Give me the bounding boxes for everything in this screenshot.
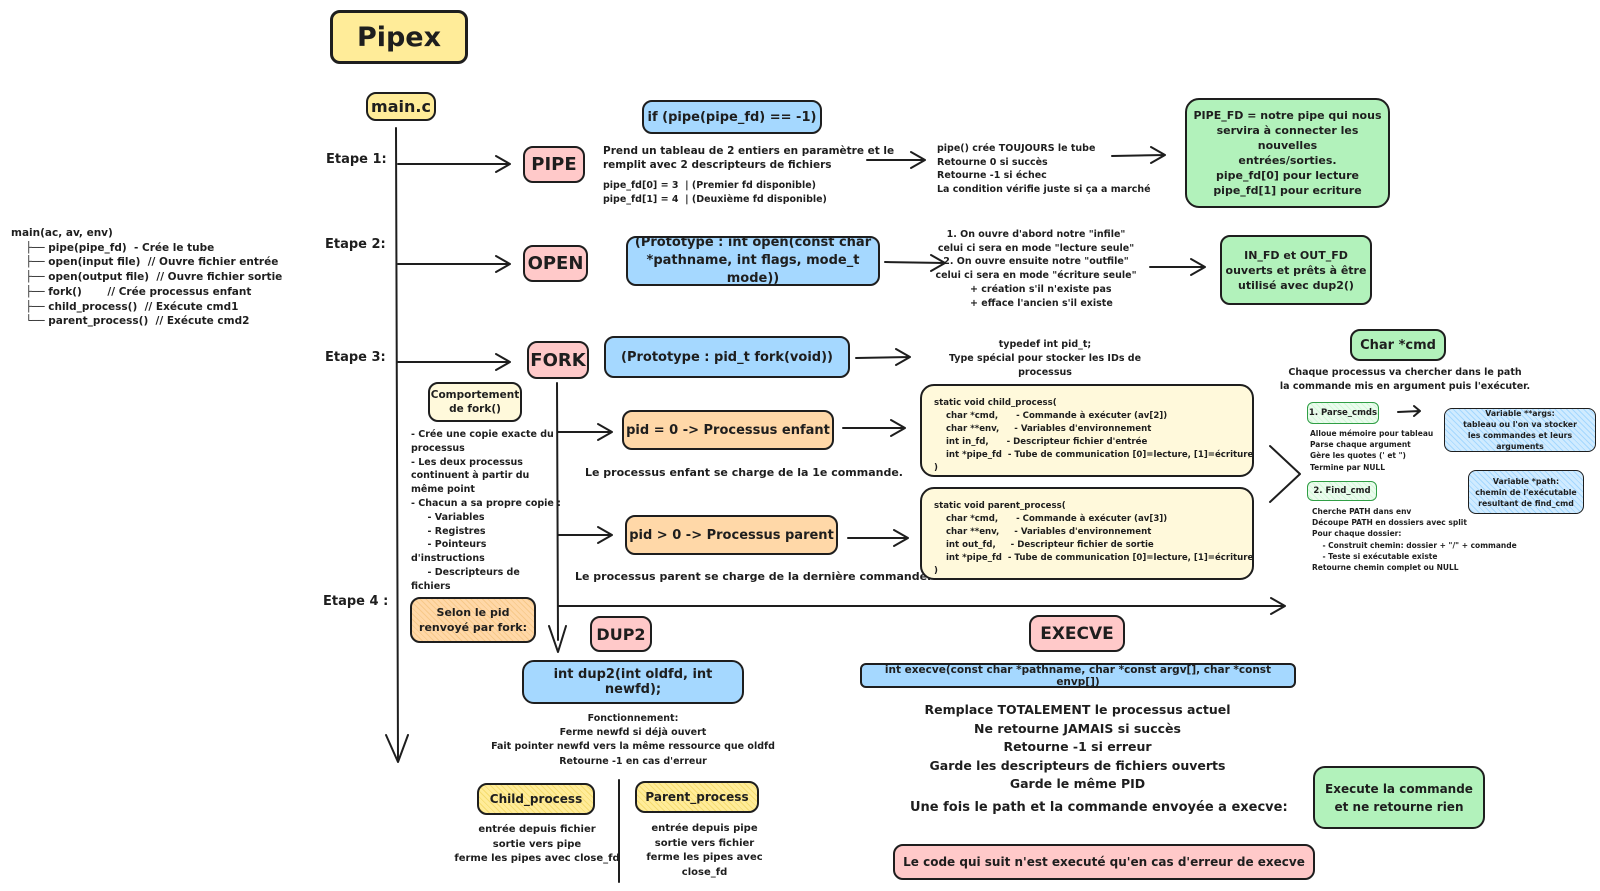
path-variable-box: Variable *path: chemin de l'exécutable r… [1468, 470, 1584, 514]
title-text: Pipex [356, 21, 442, 53]
dup2-child-desc: entrée depuis fichier sortie vers pipe f… [454, 824, 620, 864]
pipe-box: PIPE [523, 146, 585, 183]
child-process-code-box: static void child_process( char *cmd, - … [920, 384, 1254, 477]
pipe-fd1: pipe_fd[1] = 4 | (Deuxième fd disponible… [603, 194, 827, 205]
fork-box: FORK [527, 341, 589, 379]
child-pid-desc: Le processus enfant se charge de la 1e c… [585, 466, 903, 479]
arrow-to-pipe [397, 155, 511, 173]
arrow-child-code [842, 419, 906, 437]
open-proto-text: (Prototype : int open(const char *pathna… [634, 235, 872, 286]
timeline-arrowhead [385, 734, 409, 763]
brace-arrow [1269, 445, 1301, 503]
dup2-proto-box: int dup2(int oldfd, int newfd); [522, 660, 744, 704]
execve-proto-text: int execve(const char *pathname, char *c… [884, 663, 1272, 688]
dup2-proto-text: int dup2(int oldfd, int newfd); [553, 667, 713, 697]
pipe-result-text: PIPE_FD = notre pipe qui nous servira à … [1193, 109, 1382, 197]
arrow-parse-args [1397, 405, 1421, 417]
pipe-description: Prend un tableau de 2 entiers en paramèt… [603, 145, 895, 171]
arrow-parent-code [847, 529, 909, 547]
open-box: OPEN [523, 245, 588, 282]
args-variable-text: Variable **args: tableau ou l'on va stoc… [1463, 409, 1577, 451]
open-proto-box: (Prototype : int open(const char *pathna… [626, 235, 880, 286]
pipe-fd0: pipe_fd[0] = 3 | (Premier fd disponible) [603, 180, 817, 191]
open-result-text: IN_FD et OUT_FD ouverts et prêts à être … [1225, 248, 1367, 292]
title-box: Pipex [330, 10, 468, 64]
dup2-parent-box: Parent_process [635, 781, 759, 813]
fork-label: FORK [530, 349, 586, 371]
child-pid-box: pid = 0 -> Processus enfant [622, 410, 834, 450]
pipe-label: PIPE [531, 154, 577, 175]
open-notes: 1. On ouvre d'abord notre "infile" celui… [935, 229, 1137, 281]
main-c-label: main.c [371, 97, 431, 116]
dup2-label: DUP2 [596, 624, 646, 644]
fork-proto-text: (Prototype : pid_t fork(void)) [621, 349, 833, 365]
dup2-child-label: Child_process [489, 792, 583, 806]
arrow-to-open [397, 255, 511, 273]
parse-cmds-desc: Alloue mémoire pour tableau Parse chaque… [1310, 429, 1434, 472]
dup2-box: DUP2 [590, 616, 652, 652]
cmd-description: Chaque processus va chercher dans le pat… [1279, 367, 1531, 392]
fork-proto-box: (Prototype : pid_t fork(void)) [604, 336, 850, 378]
parse-cmds-label: 1. Parse_cmds [1308, 408, 1378, 418]
arrow-to-fork [397, 353, 511, 371]
open-notes-extra: + création s'il n'existe pas + efface l'… [970, 284, 1113, 309]
parent-pid-text: pid > 0 -> Processus parent [629, 527, 834, 543]
execve-error-box: Le code qui suit n'est executé qu'en cas… [893, 844, 1315, 880]
pipe-check-code: if (pipe(pipe_fd) == -1) [647, 109, 817, 125]
child-process-code: static void child_process( char *cmd, - … [934, 398, 1254, 473]
cmd-label: Char *cmd [1360, 337, 1436, 353]
arrow-to-parent [557, 526, 613, 544]
execve-result-text: Execute la commande et ne retourne rien [1325, 781, 1473, 814]
child-pid-text: pid = 0 -> Processus enfant [626, 422, 830, 438]
parse-cmds-box: 1. Parse_cmds [1307, 402, 1379, 424]
args-variable-box: Variable **args: tableau ou l'on va stoc… [1444, 408, 1596, 452]
step-1-label: Etape 1: [326, 152, 387, 167]
dup2-description: Fonctionnement: Ferme newfd si déjà ouve… [491, 713, 775, 767]
parent-process-code-box: static void parent_process( char *cmd, -… [920, 487, 1254, 580]
pipe-result-box: PIPE_FD = notre pipe qui nous servira à … [1185, 98, 1390, 208]
find-cmd-box: 2. Find_cmd [1307, 481, 1377, 501]
arrow-to-execve [557, 597, 1286, 615]
dup2-child-box: Child_process [477, 783, 595, 815]
step-4-label: Etape 4 : [323, 594, 389, 609]
parent-process-code: static void parent_process( char *cmd, -… [934, 501, 1254, 576]
pid-select-box: Selon le pid renvoyé par fork: [410, 597, 536, 643]
fork-branch-arrowhead [548, 625, 567, 653]
call-tree: main(ac, av, env) ├── pipe(pipe_fd) - Cr… [11, 227, 283, 328]
step-3-label: Etape 3: [325, 350, 386, 365]
parent-pid-box: pid > 0 -> Processus parent [625, 515, 838, 555]
execve-result-box: Execute la commande et ne retourne rien [1313, 766, 1485, 829]
execve-box: EXECVE [1029, 615, 1125, 652]
find-cmd-label: 2. Find_cmd [1313, 486, 1371, 496]
parent-pid-desc: Le processus parent se charge de la dern… [575, 570, 932, 583]
pid-select-text: Selon le pid renvoyé par fork: [419, 606, 527, 634]
fork-behavior-list: - Crée une copie exacte du processus - L… [411, 429, 561, 592]
execve-label: EXECVE [1040, 623, 1114, 644]
arrow-to-child [557, 423, 613, 441]
path-variable-text: Variable *path: chemin de l'exécutable r… [1475, 476, 1577, 508]
step-2-label: Etape 2: [325, 237, 386, 252]
open-label: OPEN [527, 253, 584, 274]
find-cmd-desc: Cherche PATH dans env Découpe PATH en do… [1312, 507, 1517, 573]
execve-description: Remplace TOTALEMENT le processus actuel … [924, 702, 1231, 791]
main-c-box: main.c [366, 92, 436, 121]
execve-error-text: Le code qui suit n'est executé qu'en cas… [903, 855, 1305, 869]
arrow-open-result [1149, 258, 1206, 276]
arrow-fork-typedef [855, 348, 911, 366]
cmd-box: Char *cmd [1350, 329, 1446, 361]
open-result-box: IN_FD et OUT_FD ouverts et prêts à être … [1220, 235, 1372, 305]
execve-proto-box: int execve(const char *pathname, char *c… [860, 663, 1296, 688]
fork-behavior-title: Comportement de fork() [430, 389, 520, 415]
timeline-arrow [395, 127, 399, 761]
execve-once-label: Une fois le path et la commande envoyée … [910, 800, 1288, 815]
pipe-check-box: if (pipe(pipe_fd) == -1) [642, 100, 822, 134]
dup2-parent-label: Parent_process [645, 790, 749, 804]
pipe-notes: pipe() crée TOUJOURS le tube Retourne 0 … [937, 143, 1151, 195]
fork-behavior-title-box: Comportement de fork() [428, 382, 522, 422]
dup2-parent-desc: entrée depuis pipe sortie vers fichier f… [646, 823, 763, 878]
fork-typedef: typedef int pid_t; Type spécial pour sto… [948, 339, 1142, 378]
